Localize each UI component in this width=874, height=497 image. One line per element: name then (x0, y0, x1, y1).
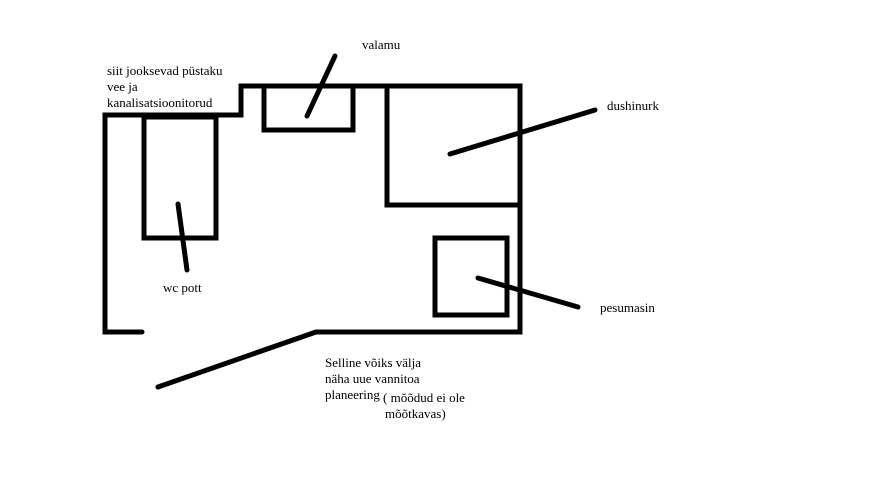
shower-label: dushinurk (607, 98, 659, 113)
washer-pointer (475, 275, 581, 310)
note-label: Selline võiks välja näha uue vannitoa pl… (325, 355, 421, 403)
note-line: Selline võiks välja (325, 355, 422, 370)
shower-pointer (447, 107, 598, 157)
pipes-label-line: vee ja (107, 79, 138, 94)
note-line: planeering (325, 387, 380, 402)
toilet-shape (141, 114, 219, 241)
scale-note-line: mõõtkavas) (385, 406, 446, 421)
toilet-pointer (175, 201, 190, 273)
washer-shape (432, 235, 510, 318)
sink-shape (261, 83, 356, 133)
sink-label: valamu (362, 37, 401, 52)
toilet-label: wc pott (163, 280, 202, 295)
pipes-label: siit jooksevad püstaku vee ja kanalisats… (107, 63, 223, 111)
door-swing (155, 329, 319, 390)
pipes-label-line: kanalisatsioonitorud (107, 95, 213, 110)
pipes-label-line: siit jooksevad püstaku (107, 63, 223, 78)
shower-shape (384, 83, 523, 208)
scale-note-label: ( mõõdud ei ole mõõtkavas) (383, 390, 465, 422)
sink-pointer (304, 53, 338, 119)
note-line: näha uue vannitoa (325, 371, 420, 386)
washer-label: pesumasin (600, 300, 655, 315)
scale-note-line: ( mõõdud ei ole (383, 390, 465, 405)
